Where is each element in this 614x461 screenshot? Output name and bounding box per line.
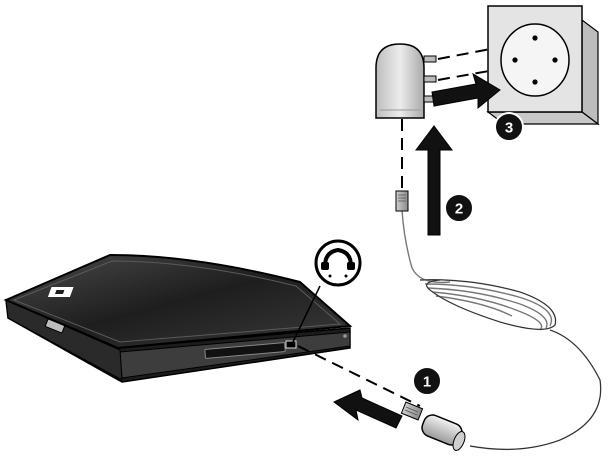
step2-arrow xyxy=(416,126,452,235)
step-badge-3: 3 xyxy=(495,113,523,141)
wall-socket-dish xyxy=(501,24,569,96)
step1-arrow xyxy=(334,390,402,428)
wall-socket xyxy=(488,6,598,124)
wall-socket-hole-top xyxy=(532,35,537,40)
ferrite-core xyxy=(419,412,467,452)
front-indicator xyxy=(343,334,347,338)
adapter-prong-middle xyxy=(424,76,436,82)
telephone-handset-icon xyxy=(316,241,360,285)
rj11-plug-adapter-end xyxy=(396,191,408,211)
country-adapter xyxy=(376,44,436,118)
wall-socket-hole-left xyxy=(512,57,517,62)
wall-socket-hole-bottom xyxy=(532,79,537,84)
step-number-1: 1 xyxy=(423,374,431,391)
step-badge-1: 1 xyxy=(413,367,441,395)
logo-icon xyxy=(48,287,74,297)
adapter-prong-top xyxy=(424,56,436,62)
step-number-3: 3 xyxy=(505,120,513,137)
laptop-modem-jack xyxy=(286,341,296,348)
step-badge-2: 2 xyxy=(445,194,473,222)
wall-socket-hole-right xyxy=(552,57,557,62)
step-number-2: 2 xyxy=(455,201,463,218)
laptop-computer xyxy=(6,255,350,382)
coiled-modem-cable xyxy=(402,210,601,449)
